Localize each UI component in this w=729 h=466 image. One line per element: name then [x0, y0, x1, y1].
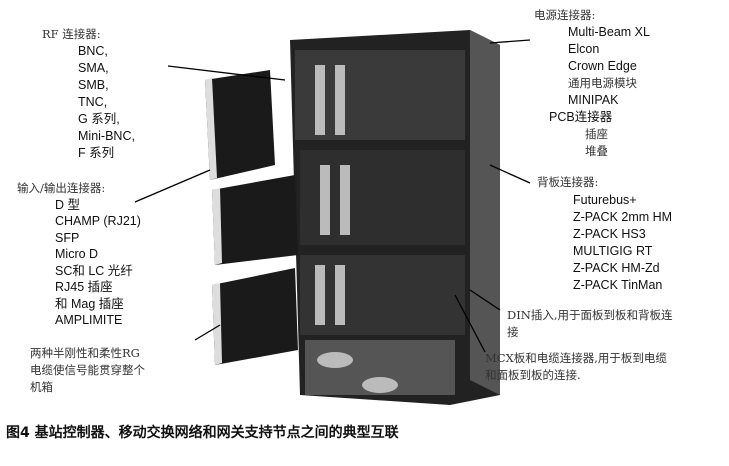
backplane-item: Z-PACK 2mm HM [573, 210, 673, 224]
backplane-item: Z-PACK HS3 [573, 227, 646, 241]
power-item: MINIPAK [568, 93, 619, 107]
rf-item: BNC, [78, 44, 108, 58]
rf-item: F 系列 [78, 146, 115, 160]
backplane-item: Z-PACK HM-Zd [573, 261, 660, 275]
power-item: Crown Edge [568, 59, 637, 73]
card-rf [205, 70, 275, 180]
mcx-note-line: 和面板到板的连接. [485, 368, 581, 382]
io-header: 输入/输出连接器: [17, 181, 106, 195]
rf-item: SMA, [78, 61, 109, 75]
rg-note-line: 机箱 [30, 380, 53, 394]
power-item: 通用电源模块 [568, 76, 637, 90]
io-item: Micro D [55, 247, 99, 261]
backplane-header: 背板连接器: [537, 175, 599, 189]
io-item: 和 Mag 插座 [55, 297, 124, 311]
power-header: 电源连接器: [534, 8, 596, 22]
pcb-header: PCB连接器 [549, 110, 613, 124]
rf-item: Mini-BNC, [78, 129, 135, 143]
mcx-note-line: MCX板和电缆连接器,用于板到电缆 [485, 351, 667, 365]
io-item: AMPLIMITE [55, 313, 123, 327]
rf-item: SMB, [78, 78, 109, 92]
cabinet-side [470, 30, 500, 395]
rf-header: RF 连接器: [42, 27, 101, 41]
din-note-line: DIN插入,用于面板到板和背板连 [507, 308, 673, 322]
card-io [212, 175, 298, 265]
backplane-item: Futurebus+ [573, 193, 637, 207]
rf-item: TNC, [78, 95, 108, 109]
leader-lines [134, 39, 531, 353]
io-item: CHAMP (RJ21) [55, 214, 141, 228]
rf-item: G 系列, [78, 112, 120, 126]
pcb-item: 堆叠 [585, 144, 608, 158]
card-rg [212, 268, 298, 365]
rg-note-line: 两种半刚性和柔性RG [30, 346, 140, 360]
pcb-item: 插座 [585, 127, 608, 141]
power-item: Multi-Beam XL [568, 25, 650, 39]
din-note-line: 接 [507, 325, 519, 339]
io-item: SFP [55, 231, 80, 245]
io-item: RJ45 插座 [55, 280, 113, 294]
io-item: SC和 LC 光纤 [55, 264, 133, 278]
rg-note-line: 电缆使信号能贯穿整个 [30, 363, 145, 377]
power-item: Elcon [568, 42, 600, 56]
figure-caption: 图4 基站控制器、移动交换网络和网关支持节点之间的典型互联 [6, 425, 399, 441]
backplane-item: MULTIGIG RT [573, 244, 653, 258]
backplane-item: Z-PACK TinMan [573, 278, 663, 292]
io-item: D 型 [55, 198, 81, 212]
